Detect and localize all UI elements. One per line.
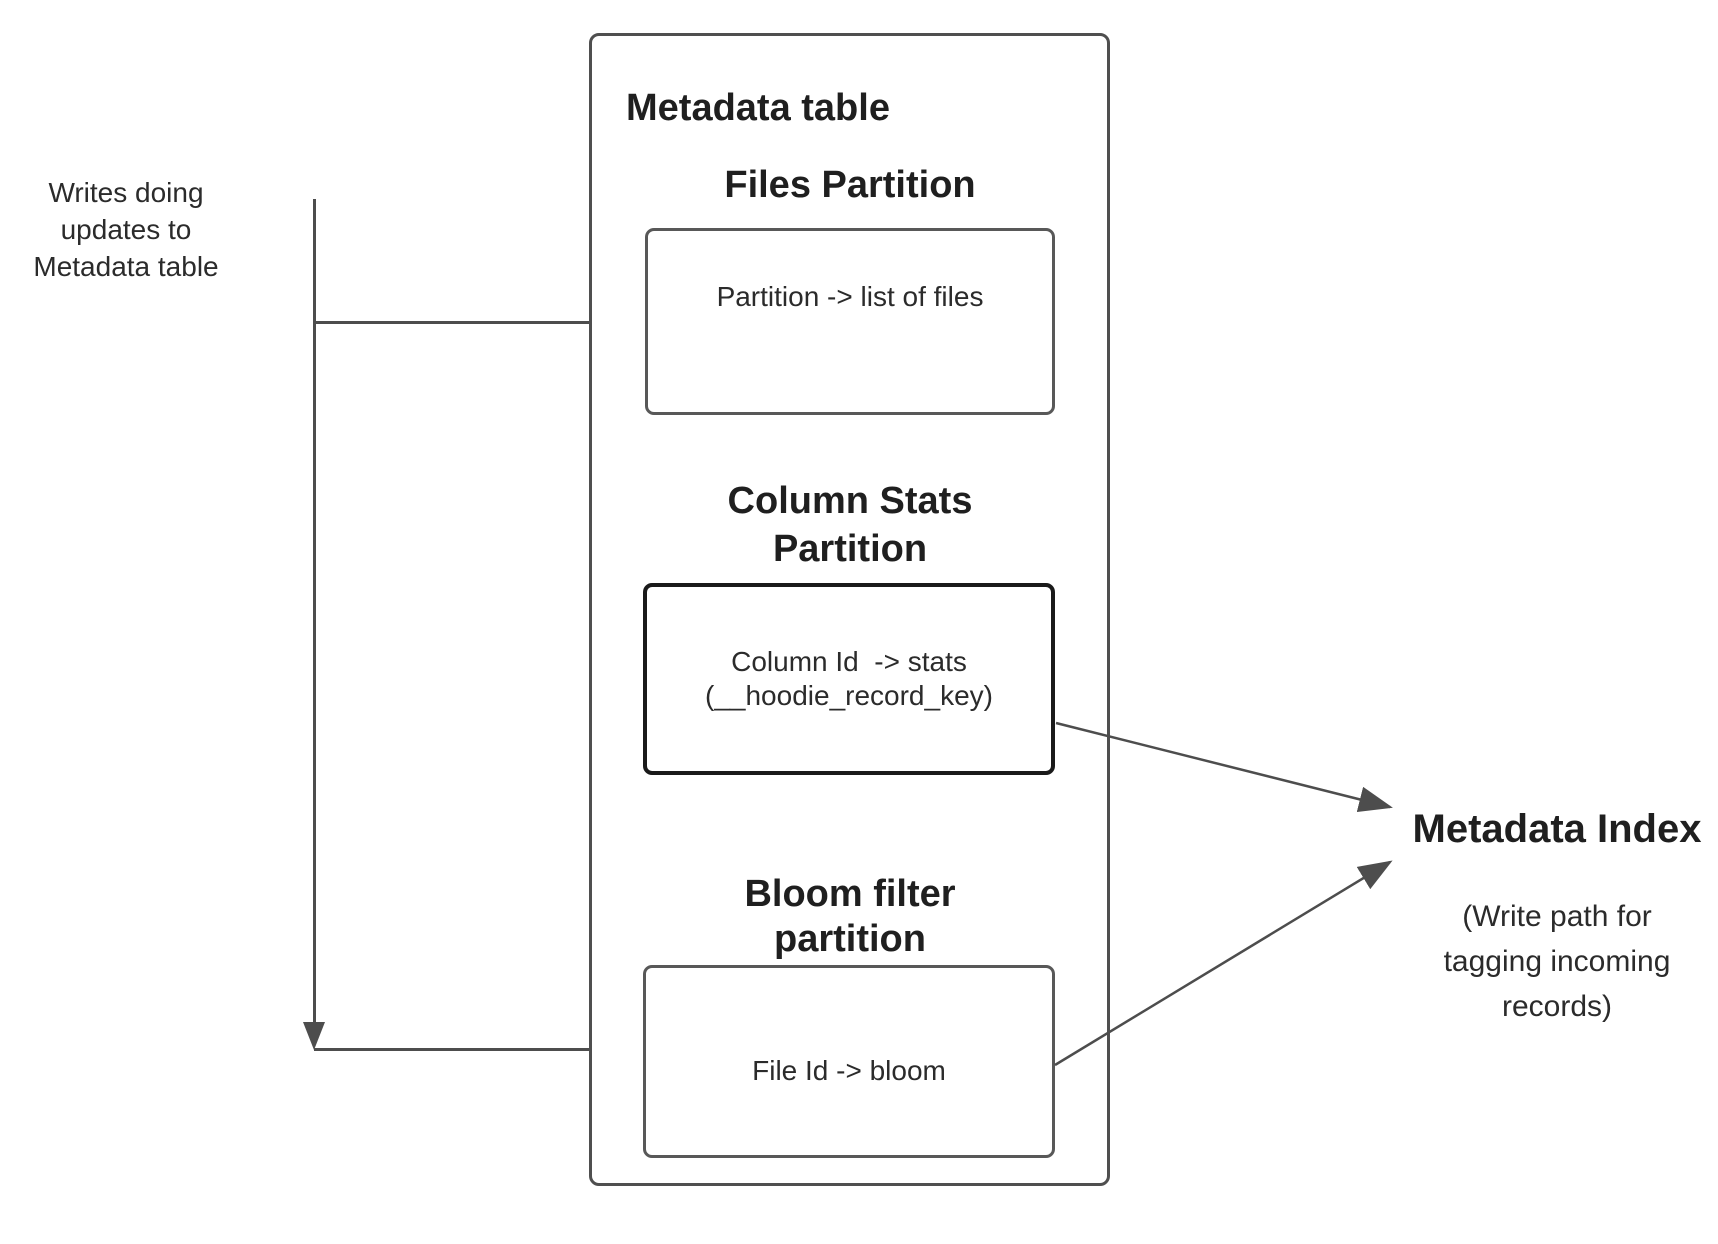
- metadata-index-subtitle: (Write path for tagging incoming records…: [1443, 900, 1671, 1023]
- connector-to-bloom-partition: [314, 1048, 644, 1051]
- metadata-table-title: Metadata table: [626, 87, 890, 129]
- writes-updates-label: Writes doing updates to Metadata table: [33, 177, 219, 282]
- bloom-filter-partition-box-text: File Id -> bloom: [752, 1054, 946, 1086]
- bloom-filter-partition-box: File Id -> bloom: [643, 965, 1055, 1158]
- column-stats-partition-box-text: Column Id -> stats (__hoodie_record_key): [705, 646, 993, 711]
- files-partition-box-text: Partition -> list of files: [716, 281, 984, 312]
- writes-vertical-connector-line: [313, 199, 316, 1022]
- files-partition-heading: Files Partition: [724, 164, 976, 206]
- bloom-filter-partition-heading: Bloom filter partition: [744, 873, 956, 960]
- column-stats-partition-heading: Column Stats Partition: [727, 480, 973, 570]
- metadata-index-title: Metadata Index: [1412, 807, 1702, 851]
- connector-to-files-partition: [314, 321, 646, 324]
- column-stats-partition-box: Column Id -> stats (__hoodie_record_key): [643, 583, 1055, 775]
- files-partition-box: Partition -> list of files: [645, 228, 1055, 415]
- down-arrow-icon: [303, 1022, 325, 1050]
